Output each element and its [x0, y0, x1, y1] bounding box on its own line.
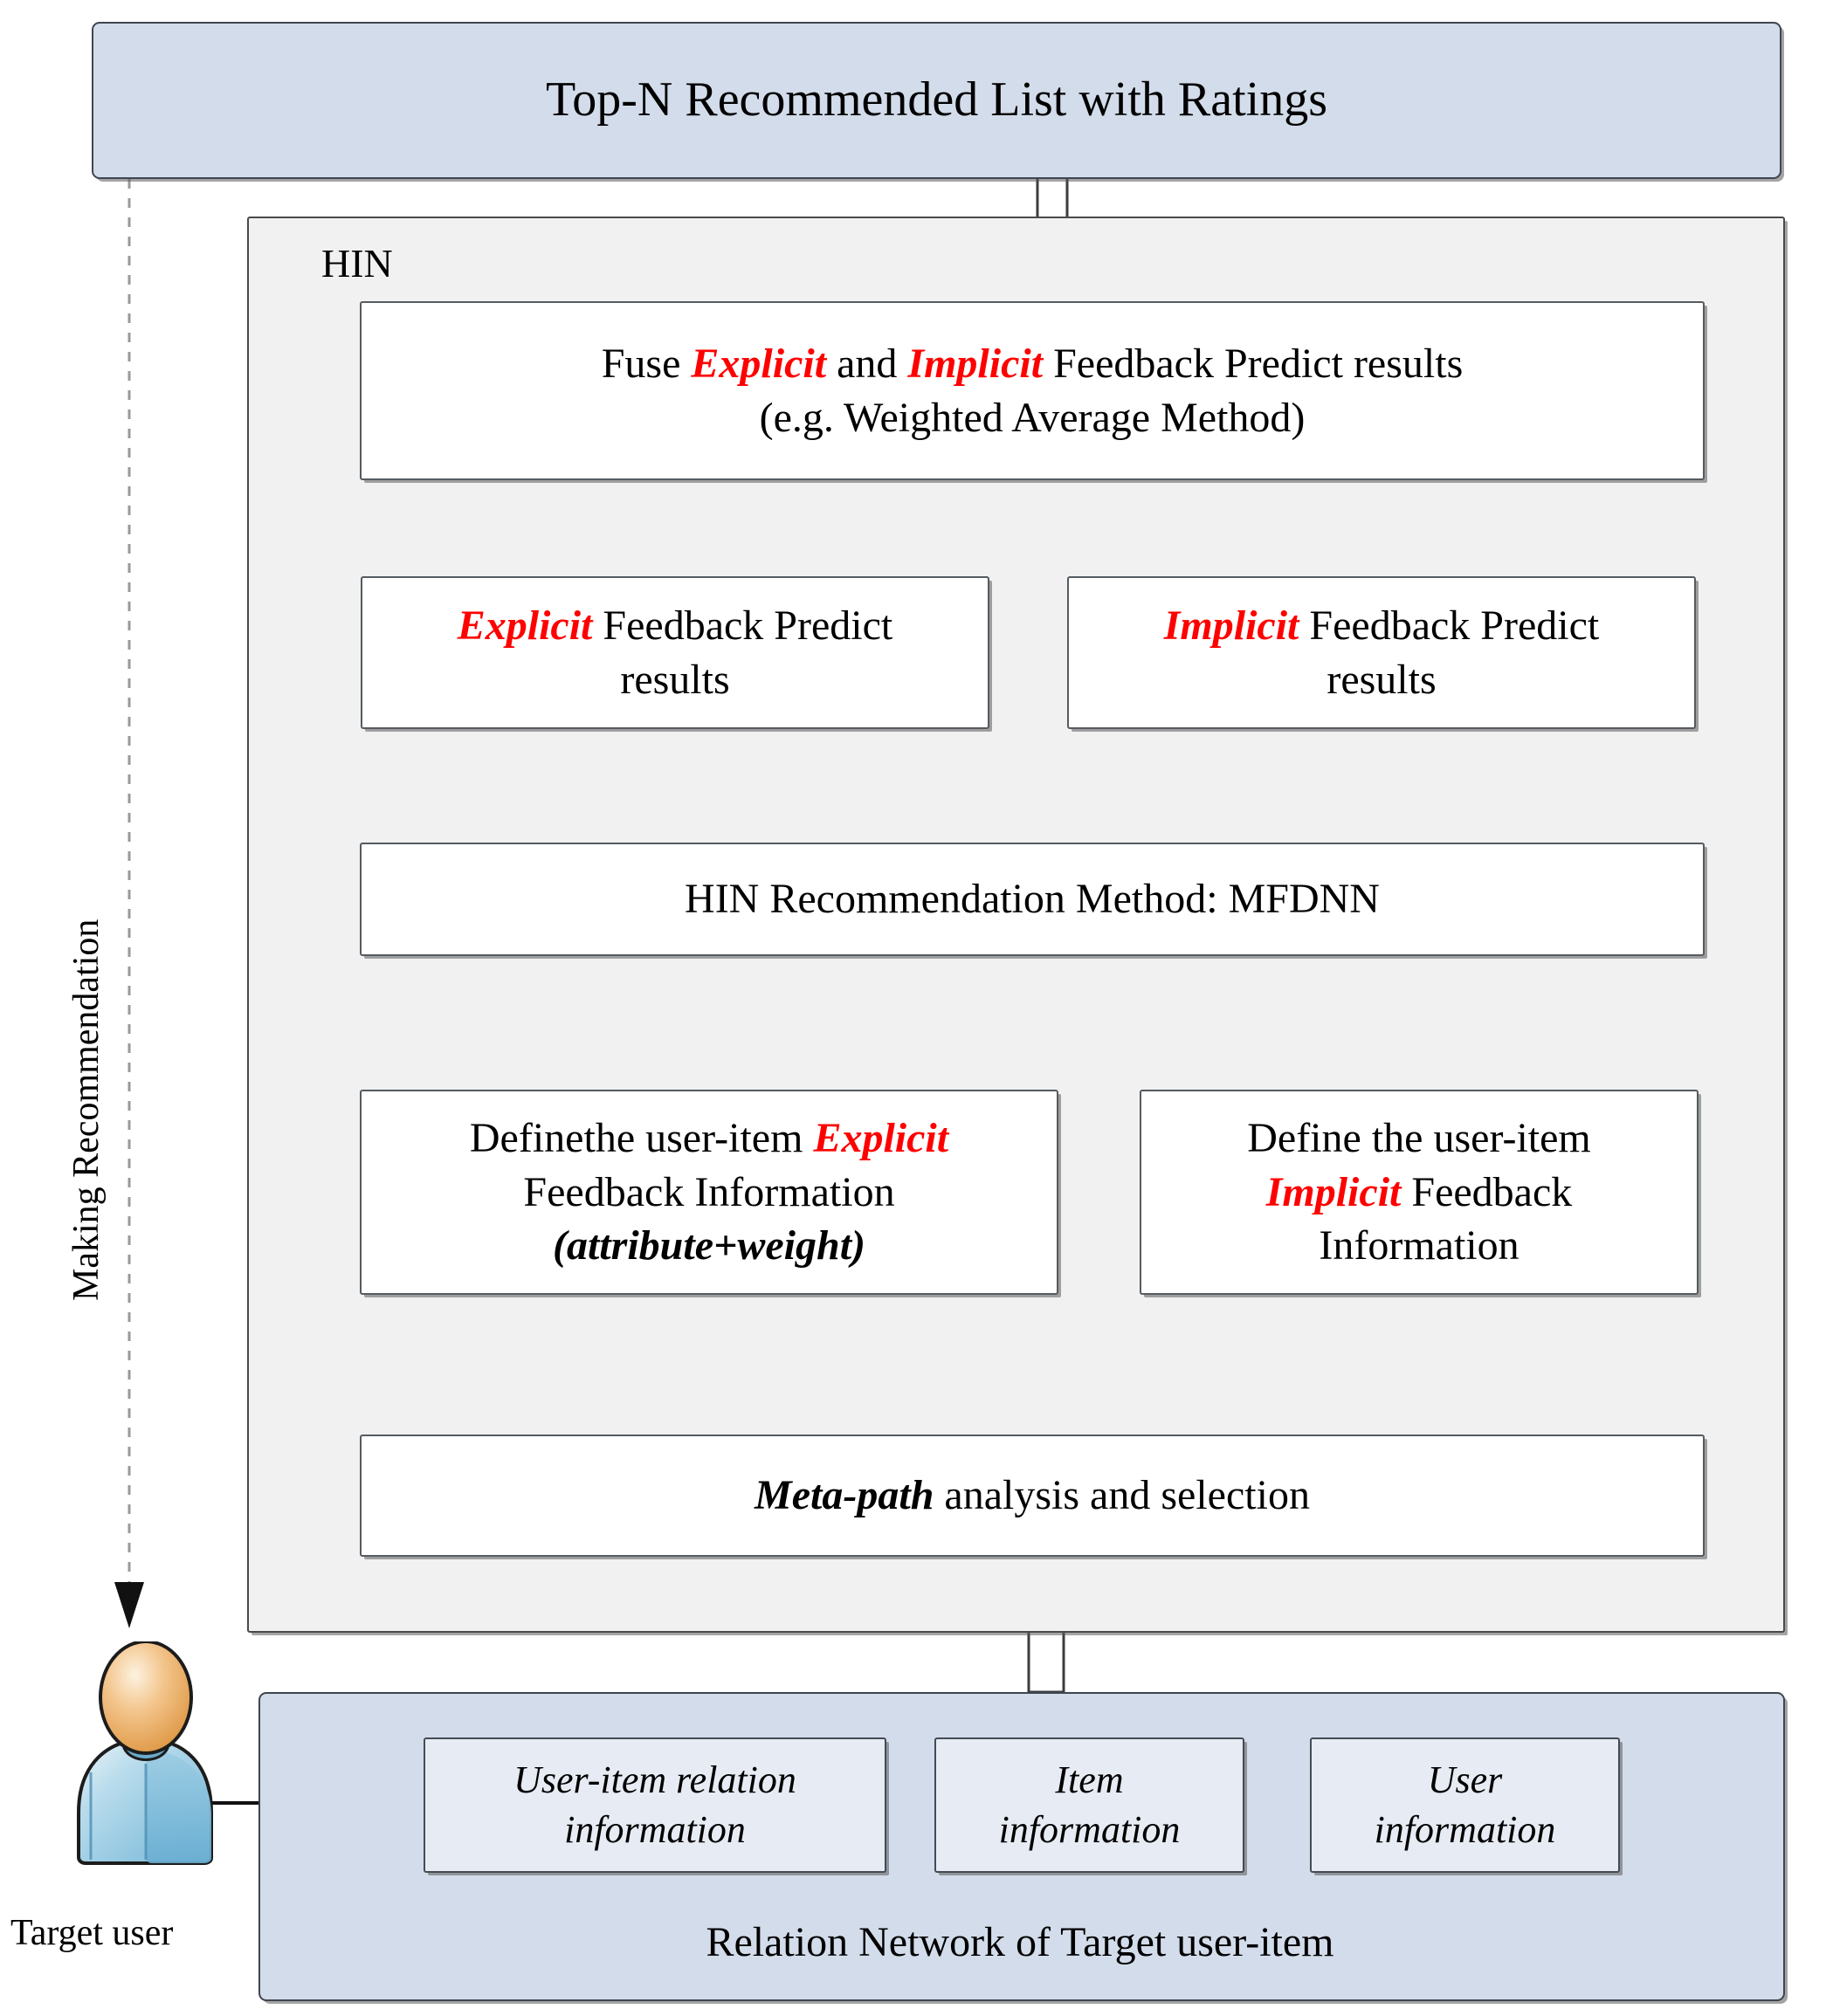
metapath-emphasis: Meta-path — [755, 1472, 934, 1519]
implicit-predict-line1: Implicit Feedback Predict — [1164, 599, 1600, 652]
explicit-define-box: Definethe user-item Explicit Feedback In… — [360, 1090, 1058, 1295]
user-information-line1: User — [1427, 1758, 1503, 1802]
hin-method-label: HIN Recommendation Method: MFDNN — [685, 876, 1380, 923]
implicit-predict-emphasis: Implicit — [1163, 602, 1299, 650]
implicit-predict-rest: Feedback Predict — [1299, 602, 1600, 650]
fuse-line1-explicit: Explicit — [691, 341, 827, 388]
explicit-predict-emphasis: Explicit — [457, 602, 593, 650]
hin-label: HIN — [321, 241, 393, 286]
topn-banner: Top-N Recommended List with Ratings — [92, 22, 1781, 179]
making-recommendation-flowline — [114, 179, 144, 1628]
metapath-box: Meta-path analysis and selection — [360, 1435, 1705, 1557]
metapath-line: Meta-path analysis and selection — [755, 1469, 1310, 1522]
implicit-predict-line2: results — [1327, 656, 1437, 703]
item-information-line1: Item — [1055, 1758, 1124, 1802]
target-user-label: Target user — [10, 1913, 174, 1953]
explicit-define-line1-pre: Definethe user-item — [469, 1115, 814, 1162]
implicit-define-line1: Define the user-item — [1247, 1115, 1591, 1162]
topn-banner-label: Top-N Recommended List with Ratings — [545, 72, 1328, 127]
user-information-box: User information — [1310, 1737, 1620, 1873]
explicit-define-line3: (attribute+weight) — [552, 1222, 866, 1269]
metapath-rest: analysis and selection — [934, 1472, 1310, 1519]
user-item-relation-info-line1: User-item relation — [513, 1758, 796, 1802]
fuse-results-line1: Fuse Explicit and Implicit Feedback Pred… — [602, 337, 1464, 390]
hin-method-box: HIN Recommendation Method: MFDNN — [360, 843, 1705, 956]
fuse-results-line2: (e.g. Weighted Average Method) — [759, 394, 1306, 441]
explicit-predict-rest: Feedback Predict — [592, 602, 893, 650]
user-item-relation-info-box: User-item relation information — [424, 1737, 886, 1873]
item-information-line2: information — [998, 1807, 1181, 1851]
item-information-box: Item information — [934, 1737, 1244, 1873]
explicit-predict-line2: results — [620, 656, 730, 703]
fuse-results-box: Fuse Explicit and Implicit Feedback Pred… — [360, 301, 1705, 480]
explicit-predict-line1: Explicit Feedback Predict — [458, 599, 893, 652]
making-recommendation-label: Making Recommendation — [66, 919, 107, 1301]
fuse-line1-post: Feedback Predict results — [1043, 341, 1464, 388]
target-user-avatar-icon — [54, 1640, 238, 1903]
fuse-line1-implicit: Implicit — [907, 341, 1044, 388]
implicit-define-box: Define the user-item Implicit Feedback I… — [1140, 1090, 1699, 1295]
explicit-define-line1: Definethe user-item Explicit — [470, 1111, 948, 1165]
user-item-relation-info-line2: information — [564, 1807, 746, 1851]
implicit-predict-results-box: Implicit Feedback Predict results — [1067, 576, 1696, 729]
implicit-define-line2: Implicit Feedback — [1266, 1166, 1573, 1219]
explicit-define-emphasis: Explicit — [813, 1115, 949, 1162]
fuse-line1-pre: Fuse — [601, 341, 692, 388]
user-information-line2: information — [1374, 1807, 1556, 1851]
implicit-define-emphasis: Implicit — [1265, 1168, 1402, 1215]
explicit-predict-results-box: Explicit Feedback Predict results — [361, 576, 989, 729]
fuse-line1-mid: and — [826, 341, 908, 388]
relation-network-footer-label: Relation Network of Target user-item — [706, 1919, 1334, 1966]
implicit-define-line2-rest: Feedback — [1401, 1168, 1573, 1215]
implicit-define-line3: Information — [1319, 1222, 1519, 1269]
explicit-define-line2: Feedback Information — [523, 1168, 895, 1215]
